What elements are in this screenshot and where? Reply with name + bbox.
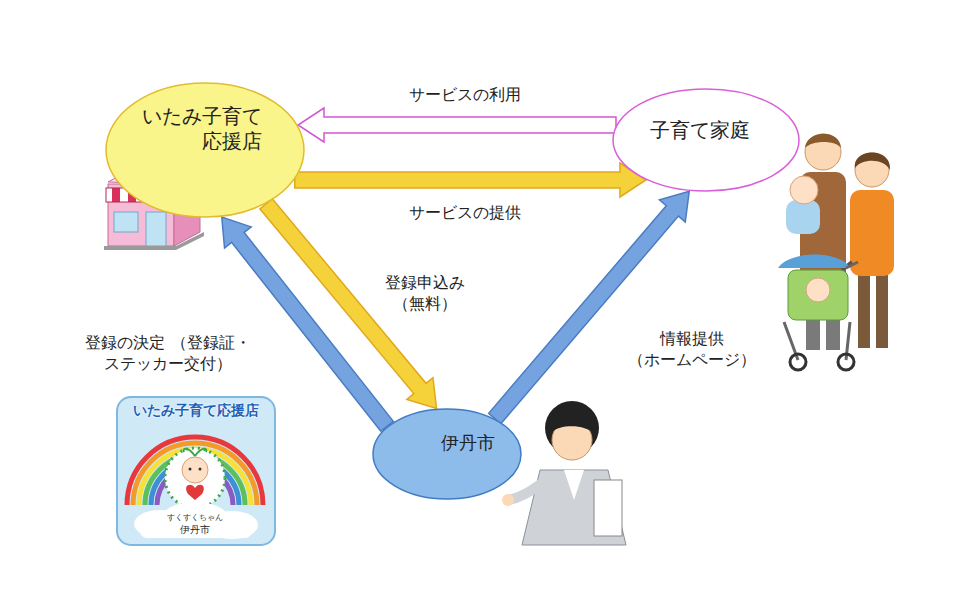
sticker-logo-part: [140, 524, 252, 538]
official-illustration-part: [508, 480, 546, 500]
block-arrow: [298, 108, 616, 142]
sticker-logo-part: [189, 468, 192, 471]
sticker-text: 伊丹市: [145, 524, 245, 536]
family-illustration: [778, 134, 894, 370]
shop-illustration-part: [146, 212, 166, 246]
sticker-logo-part: [199, 468, 202, 471]
sticker-logo-part: [165, 448, 225, 508]
block-arrow: [489, 191, 690, 424]
official-illustration-part: [564, 470, 584, 500]
official-illustration-part: [552, 419, 594, 434]
official-illustration-part: [502, 494, 514, 506]
ellipse-node: いたみ子育て 応援店: [105, 82, 305, 218]
ellipse-node: 伊丹市: [372, 408, 522, 500]
node-title: 子育て家庭: [650, 118, 750, 143]
family-illustration-part: [790, 176, 818, 204]
sticker-logo-part: [186, 485, 204, 500]
family-illustration-part: [790, 354, 806, 370]
sticker-title: いたみ子育て応援店: [118, 402, 274, 419]
family-illustration-part: [876, 270, 888, 348]
arrow-label: 登録申込み （無料）: [370, 273, 480, 315]
sticker-logo-part: [184, 449, 207, 456]
shop-illustration-part: [104, 232, 204, 250]
family-illustration-part: [805, 134, 841, 170]
official-illustration: [502, 401, 626, 545]
sticker-logo-part: [127, 437, 263, 505]
arrow-label: 情報提供 （ホームページ）: [612, 329, 772, 371]
sticker-logo-part: [117, 397, 275, 545]
sticker-logo-part: [145, 455, 245, 505]
block-arrow: [222, 217, 394, 431]
family-illustration-part: [786, 200, 820, 234]
family-illustration-part: [788, 270, 848, 320]
ellipse-outline: [372, 408, 522, 500]
shop-illustration-part: [114, 212, 138, 232]
family-illustration-part: [806, 278, 830, 302]
sticker-logo-part: [139, 449, 251, 505]
sticker-logo: [117, 397, 275, 545]
ellipse-shape: [106, 83, 304, 217]
ellipse-node: 子育て家庭: [612, 88, 800, 192]
sticker-text: すくすくちゃん: [145, 513, 245, 523]
family-illustration-part: [778, 255, 850, 269]
family-illustration-part: [805, 134, 841, 148]
ellipse-shape: [613, 89, 799, 191]
family-illustration-part: [858, 270, 870, 348]
sticker-logo-part: [182, 457, 208, 483]
ellipse-shape: [373, 409, 521, 499]
arrow-label: サービスの提供: [385, 203, 545, 224]
official-illustration-part: [594, 480, 622, 536]
family-illustration-part: [784, 262, 858, 360]
arrow-label: 登録の決定 （登録証・ステッカー交付）: [48, 333, 288, 375]
node-title: 伊丹市: [436, 432, 500, 455]
family-illustration-part: [838, 354, 854, 370]
node-title: いたみ子育て 応援店: [132, 104, 262, 154]
family-illustration-part: [855, 153, 890, 171]
block-arrow: [295, 163, 646, 197]
arrow-label: サービスの利用: [385, 85, 545, 106]
